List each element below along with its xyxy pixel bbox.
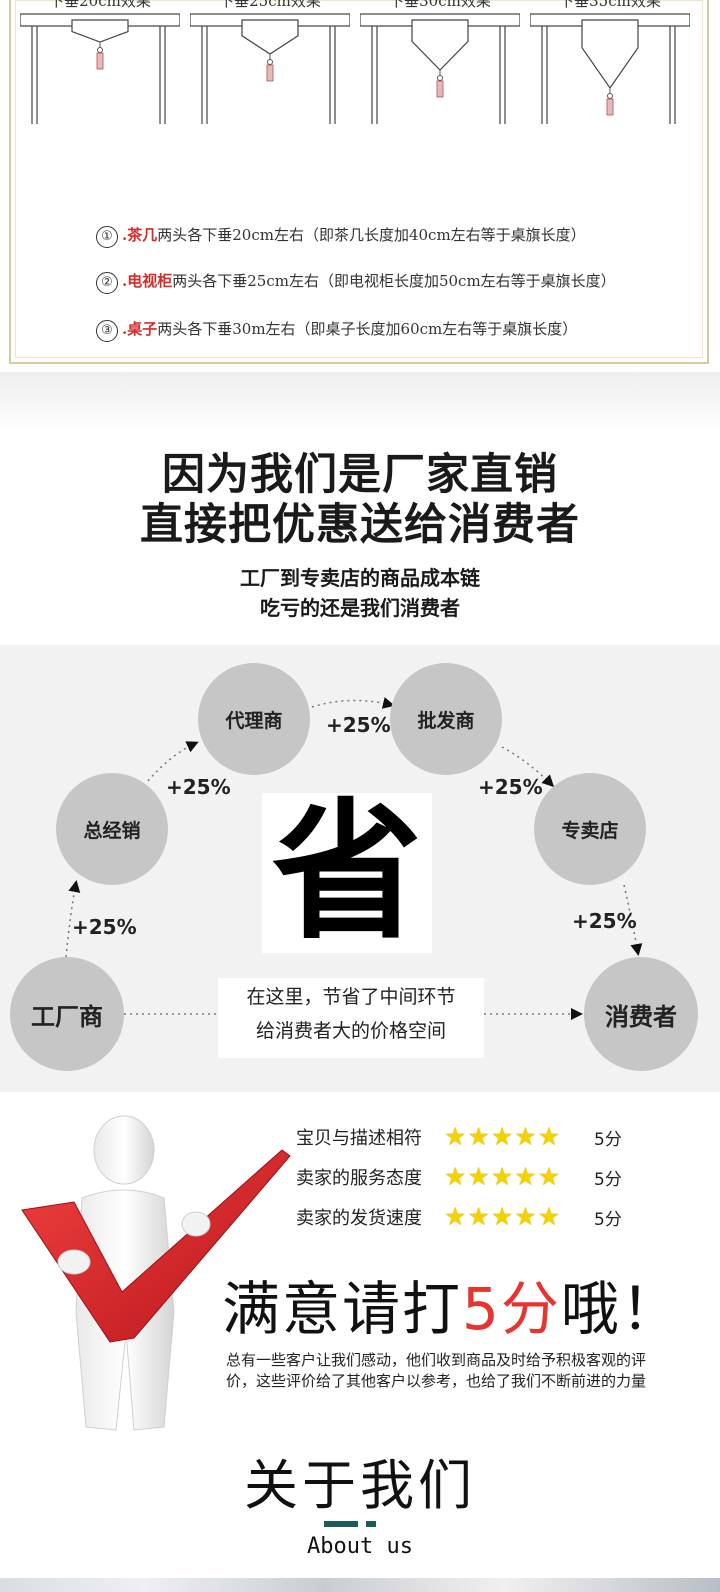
subhead-line-2: 吃亏的还是我们消费者	[260, 596, 460, 620]
rule-table: ③.桌子两头各下垂30m左右（即桌子长度加60cm左右等于桌旗长度）	[96, 318, 577, 342]
rating-stars: ★★★★★	[444, 1163, 592, 1191]
about-section: 关于我们 About us	[0, 1437, 720, 1592]
node-consumer: 消费者	[584, 957, 698, 1071]
rule-text: 两头各下垂25cm左右（即电视柜长度加50cm左右等于桌旗长度）	[172, 272, 616, 290]
savings-note-line-1: 在这里，节省了中间环节	[246, 986, 456, 1008]
save-character: 省	[271, 786, 422, 960]
star-icon: ★	[514, 1202, 537, 1231]
savings-note-line-2: 给消费者大的价格空间	[255, 1020, 446, 1042]
rule-tv-cabinet: ②.电视柜两头各下垂25cm左右（即电视柜长度加50cm左右等于桌旗长度）	[96, 270, 616, 294]
star-icon: ★	[514, 1122, 537, 1151]
node-agent: 代理商	[198, 663, 310, 775]
circled-number: ②	[96, 272, 118, 294]
rating-label: 卖家的发货速度	[296, 1208, 422, 1229]
rating-score: 5分	[594, 1209, 622, 1230]
checkmark-figure-icon	[21, 1115, 291, 1431]
table-drop-illustration-30: 下垂30cm效果	[359, 0, 521, 124]
node-store: 专卖店	[534, 773, 646, 885]
rating-row-description: 宝贝与描述相符 ★★★★★ 5分	[296, 1122, 622, 1152]
table-caption: 下垂30cm效果	[389, 0, 491, 10]
satisfaction-post: 哦！	[560, 1275, 681, 1343]
node-factory: 工厂商	[10, 957, 124, 1071]
factory-direct-section: 因为我们是厂家直销 直接把优惠送给消费者 工厂到专卖店的商品成本链 吃亏的还是我…	[0, 372, 720, 642]
table-runner-35-icon	[529, 13, 691, 124]
rating-score: 5分	[594, 1169, 622, 1190]
star-icon: ★	[444, 1162, 467, 1191]
table-runner-20-icon	[19, 13, 181, 124]
divider-bar	[366, 1521, 376, 1527]
node-distributor: 总经销	[56, 773, 168, 885]
star-icon: ★	[490, 1122, 514, 1151]
guide-frame	[9, 0, 709, 364]
about-title-cn: 关于我们	[244, 1454, 476, 1517]
arrow-factory-to-distributor	[65, 880, 81, 958]
satisfaction-pre: 满意请打	[222, 1275, 463, 1343]
markup-label: +25%	[72, 915, 137, 939]
price-chain-diagram: 工厂商 总经销 代理商 批发商 专卖店 消费者 +25% +25% +25% +…	[0, 645, 720, 1092]
table-caption: 下垂35cm效果	[559, 0, 661, 10]
about-title-en: About us	[307, 1534, 413, 1559]
rule-item: 桌子	[127, 320, 158, 338]
rating-row-shipping: 卖家的发货速度 ★★★★★ 5分	[296, 1202, 622, 1232]
subhead-line-1: 工厂到专卖店的商品成本链	[240, 566, 480, 590]
headline-line-2: 直接把优惠送给消费者	[140, 500, 580, 550]
rule-item: 电视柜	[127, 272, 173, 290]
star-icon: ★	[537, 1162, 561, 1191]
circled-number: ③	[96, 320, 118, 342]
star-icon: ★	[467, 1162, 490, 1191]
table-caption: 下垂20cm效果	[49, 0, 151, 10]
rating-stars: ★★★★★	[444, 1123, 592, 1151]
table-drop-illustration-25: 下垂25cm效果	[189, 0, 351, 124]
arrow-wholesaler-to-store	[501, 746, 555, 788]
table-caption: 下垂25cm效果	[219, 0, 321, 10]
rule-item: 茶几	[127, 226, 158, 244]
table-runner-25-icon	[189, 13, 351, 124]
table-drop-illustration-20: 下垂20cm效果	[19, 0, 181, 124]
arrow-store-to-consumer	[623, 884, 643, 956]
savings-note: 在这里，节省了中间环节 给消费者大的价格空间	[218, 978, 484, 1058]
rule-text: 两头各下垂20cm左右（即茶几长度加40cm左右等于桌旗长度）	[157, 226, 586, 244]
save-panel: 省	[262, 793, 432, 953]
divider-bar	[324, 1521, 358, 1527]
satisfaction-score: 5分	[462, 1275, 561, 1343]
rule-text: 两头各下垂30m左右（即桌子长度加60cm左右等于桌旗长度）	[157, 320, 578, 338]
rule-coffee-table: ①.茶几两头各下垂20cm左右（即茶几长度加40cm左右等于桌旗长度）	[96, 224, 586, 248]
drape-guide-section: 下垂20cm效果 下垂25cm效果 下垂30cm效果 下垂35cm效果 ①.茶几…	[0, 0, 720, 370]
star-icon: ★	[514, 1162, 537, 1191]
rating-section: 宝贝与描述相符 ★★★★★ 5分 卖家的服务态度 ★★★★★ 5分 卖家的发货速…	[0, 1092, 720, 1437]
arrow-agent-to-wholesaler	[311, 697, 395, 709]
node-wholesaler: 批发商	[390, 663, 502, 775]
about-photo-strip	[0, 1578, 720, 1592]
table-runner-30-icon	[359, 13, 521, 124]
rule-separator: .	[122, 320, 128, 338]
rating-row-service: 卖家的服务态度 ★★★★★ 5分	[296, 1162, 622, 1192]
circled-number: ①	[96, 226, 118, 248]
star-icon: ★	[537, 1122, 561, 1151]
markup-label: +25%	[166, 775, 231, 799]
rule-separator: .	[122, 226, 128, 244]
rating-score: 5分	[594, 1129, 622, 1150]
table-drop-illustration-35: 下垂35cm效果	[529, 0, 691, 124]
rating-label: 宝贝与描述相符	[296, 1128, 422, 1149]
about-divider	[320, 1521, 390, 1527]
satisfaction-paragraph: 总有一些客户让我们感动，他们收到商品及时给予积极客观的评价，这些评价给了其他客户…	[226, 1351, 647, 1390]
star-icon: ★	[444, 1122, 467, 1151]
rating-label: 卖家的服务态度	[296, 1168, 422, 1189]
satisfaction-headline: 满意请打5分哦！	[222, 1262, 681, 1346]
star-icon: ★	[537, 1202, 561, 1231]
star-icon: ★	[444, 1202, 467, 1231]
star-icon: ★	[490, 1162, 514, 1191]
markup-label: +25%	[326, 713, 391, 737]
markup-label: +25%	[572, 909, 637, 933]
headline-line-1: 因为我们是厂家直销	[162, 450, 558, 500]
star-icon: ★	[467, 1122, 490, 1151]
rule-separator: .	[122, 272, 128, 290]
star-icon: ★	[490, 1202, 514, 1231]
star-icon: ★	[467, 1202, 490, 1231]
markup-label: +25%	[478, 775, 543, 799]
rating-stars: ★★★★★	[444, 1203, 592, 1231]
